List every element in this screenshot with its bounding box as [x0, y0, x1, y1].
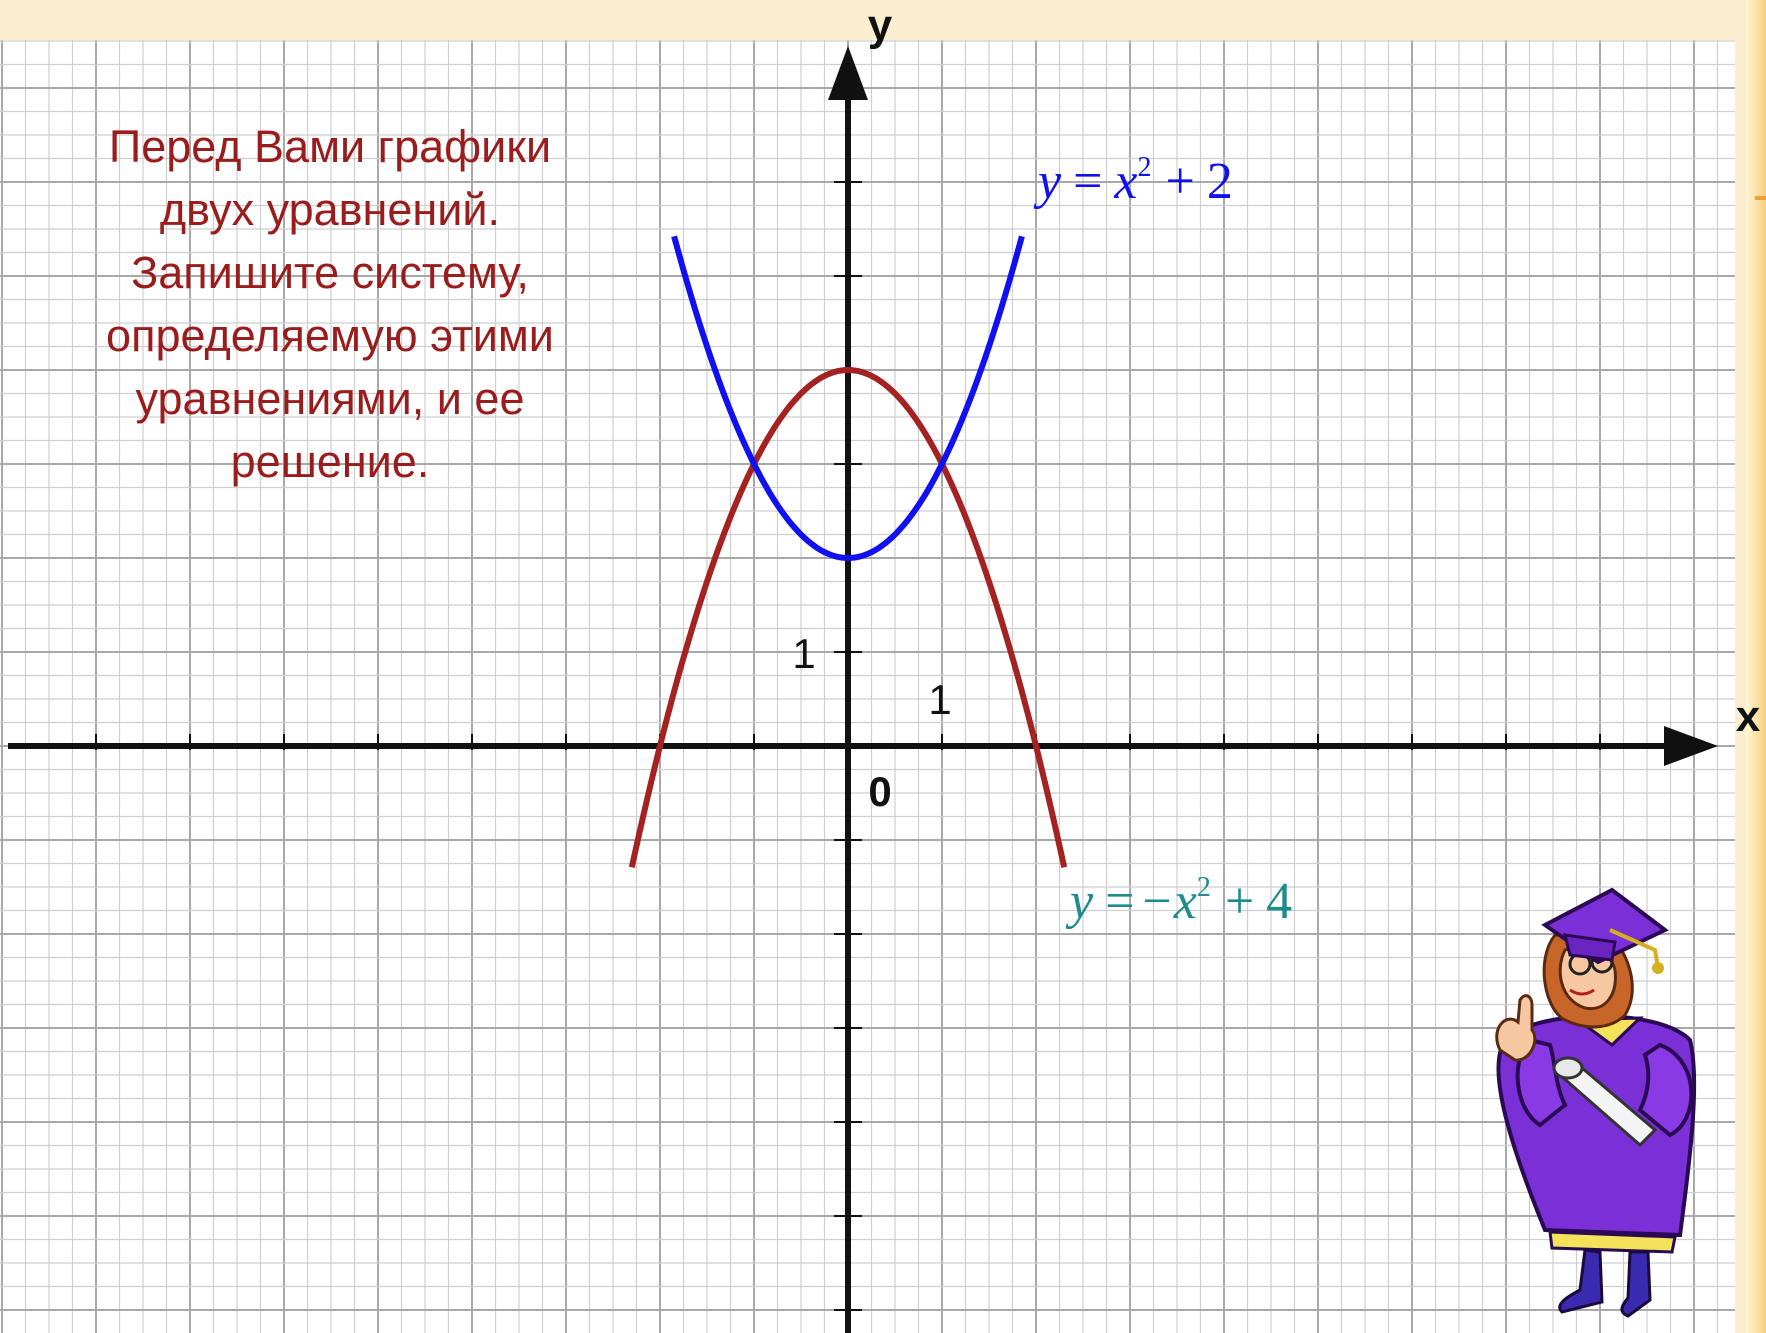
task-instruction: Перед Вами графики двух уравнений. Запиш… [50, 115, 610, 493]
graduate-illustration [1495, 887, 1697, 1318]
origin-label: 0 [868, 768, 891, 815]
x-axis-arrowhead [1664, 726, 1718, 766]
task-line: уравнениями, и ее [135, 373, 525, 424]
y-unit-label: 1 [792, 630, 815, 677]
task-line: решение. [230, 436, 430, 487]
side-decoration [1746, 0, 1766, 1333]
y-axis-label: y [868, 1, 893, 50]
task-line: определяемую этими [106, 310, 554, 361]
task-line: Запишите систему, [131, 247, 529, 298]
task-line: Перед Вами графики [108, 121, 552, 172]
task-line: двух уравнений. [159, 184, 501, 235]
y-axis-arrowhead [828, 46, 868, 100]
series-line-parabola-down [628, 366, 1068, 868]
x-unit-label: 1 [928, 676, 951, 723]
formula-up-label: y=x2+2 [1033, 152, 1233, 210]
x-axis-label: x [1736, 692, 1761, 741]
series-line-parabola-up [671, 235, 1025, 562]
formula-down-label: y=−x2+4 [1065, 872, 1292, 930]
grid-sheet [0, 40, 1735, 1333]
